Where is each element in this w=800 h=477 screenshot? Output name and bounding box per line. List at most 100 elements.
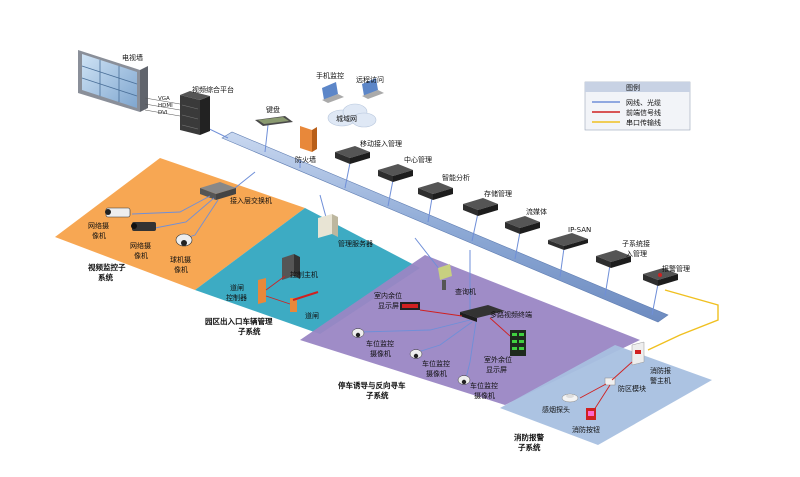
parking-subsystem-label-b: 子系统	[238, 326, 261, 336]
legend-title: 图例	[626, 83, 640, 92]
parking-subsystem-label-a: 园区出入口车辆管理	[205, 316, 273, 326]
remote-laptop	[362, 78, 384, 99]
legend-label-network: 网线、光缆	[626, 98, 661, 107]
storage-mgmt-server	[463, 198, 498, 216]
fire-subsystem-label-a: 消防报警	[514, 432, 544, 442]
keyboard-device	[255, 116, 293, 126]
fire-front-lines	[579, 361, 633, 411]
control-host-label: 控制主机	[290, 270, 318, 279]
mobile-access-label: 移动接入管理	[360, 139, 402, 148]
keyboard-label: 键盘	[266, 105, 280, 114]
ipsan-label: IP-SAN	[568, 226, 591, 234]
remote-access-label: 远程访问	[356, 75, 384, 84]
access-switch-label: 接入层交换机	[230, 196, 272, 205]
center-mgmt-server	[378, 164, 413, 182]
query-machine-label: 查询机	[455, 287, 476, 296]
dome-camera	[175, 233, 193, 247]
gate-controller-label-b: 控制器	[226, 293, 247, 302]
fire-button-label: 消防按钮	[572, 425, 600, 434]
spot-camera-2-label-a: 车位监控	[422, 359, 450, 368]
legend-label-serial: 串口传输线	[626, 118, 661, 127]
multi-video-terminal-device	[460, 305, 505, 322]
ipsan-device	[548, 233, 588, 250]
fire-button-device	[586, 408, 596, 420]
subsystem-access-label-2: 入管理	[626, 249, 647, 258]
gate-controller-device	[258, 278, 266, 304]
vga-label: VGA	[158, 96, 170, 102]
tv-wall	[78, 50, 148, 112]
indoor-display-label-b: 显示屏	[378, 302, 399, 310]
storage-mgmt-label: 存储管理	[484, 189, 512, 198]
smoke-detector-device	[561, 393, 579, 403]
center-mgmt-label: 中心管理	[404, 155, 432, 164]
wan-label: 城域网	[336, 114, 357, 123]
fire-subsystem-zone	[500, 345, 712, 445]
wan-cloud	[327, 103, 377, 128]
query-machine-device	[438, 264, 452, 290]
net-camera-2-label-a: 网络摄	[130, 241, 151, 250]
parking-front-lines	[265, 275, 291, 305]
video-platform-rack	[180, 91, 210, 135]
fire-host-label-a: 消防报	[650, 366, 671, 375]
gate-controller-label-a: 道闸	[230, 283, 244, 292]
gate-label: 道闸	[305, 311, 319, 320]
guidance-front-lines	[359, 309, 511, 379]
subsystem-access-server	[596, 250, 631, 268]
video-subsystem-label-b: 系统	[98, 272, 113, 282]
smoke-detector-label: 感烟探头	[542, 405, 570, 414]
control-host-device	[282, 254, 300, 280]
network-backbone	[221, 131, 669, 323]
video-subsystem-zone	[55, 158, 305, 290]
guidance-subsystem-label-b: 子系统	[366, 390, 389, 400]
streaming-server	[505, 216, 540, 234]
firewall-label: 防火墙	[295, 155, 316, 164]
subsystem-access-label-1: 子系统接	[622, 239, 650, 248]
serial-line	[647, 289, 719, 351]
legend-label-front: 前端信号线	[626, 108, 661, 117]
display-signal-lines	[144, 97, 181, 117]
spot-camera-1-label-b: 摄像机	[370, 349, 391, 358]
multi-video-terminal-label: 多路视频终端	[490, 310, 532, 319]
tv-wall-label: 电视墙	[122, 53, 143, 62]
dome-camera-label-a: 球机摄	[170, 255, 191, 264]
indoor-display-device	[400, 302, 420, 310]
mobile-laptop	[322, 82, 344, 103]
mgmt-server-label: 管理服务器	[338, 239, 373, 248]
spot-camera-2-label-b: 摄像机	[426, 369, 447, 378]
fire-host-label-b: 警主机	[650, 376, 671, 385]
backbone-drop-lines	[194, 121, 659, 316]
video-platform-label: 视频综合平台	[192, 85, 234, 94]
alarm-mgmt-server	[643, 268, 678, 286]
server-devices	[335, 146, 678, 286]
mobile-monitor-label: 手机监控	[316, 71, 344, 80]
fire-subsystem-label-b: 子系统	[518, 442, 541, 452]
indoor-display-label-a: 室内余位	[374, 291, 402, 300]
dome-camera-label-b: 像机	[174, 265, 188, 274]
outdoor-display-device	[510, 330, 526, 356]
hdmi-label: HDMI	[158, 103, 173, 109]
gate-barrier	[290, 291, 319, 312]
spot-camera-3	[457, 375, 471, 385]
spot-camera-3-label-b: 摄像机	[474, 391, 495, 400]
outdoor-display-label-b: 显示屏	[486, 366, 507, 374]
net-camera-1	[105, 207, 131, 218]
spot-camera-3-label-a: 车位监控	[470, 381, 498, 390]
spot-camera-1-label-a: 车位监控	[366, 339, 394, 348]
fire-host-device	[631, 341, 645, 366]
spot-camera-1	[351, 328, 365, 338]
net-camera-2	[131, 222, 156, 231]
smart-analysis-server	[418, 182, 453, 200]
legend: 图例 网线、光缆 前端信号线 串口传输线	[584, 81, 691, 131]
net-camera-1-label-a: 网络摄	[88, 221, 109, 230]
guidance-subsystem-zone	[300, 255, 640, 405]
mobile-access-server	[335, 146, 370, 164]
dvi-label: DVI	[158, 110, 168, 116]
outdoor-display-label-a: 室外余位	[484, 355, 512, 364]
streaming-label: 流媒体	[526, 207, 547, 216]
smart-analysis-label: 智能分析	[442, 173, 470, 182]
video-subsystem-label-a: 视频监控子	[88, 262, 126, 272]
access-switch	[200, 182, 236, 200]
zone-module-label: 防区模块	[618, 384, 646, 393]
net-camera-2-label-b: 像机	[134, 251, 148, 260]
